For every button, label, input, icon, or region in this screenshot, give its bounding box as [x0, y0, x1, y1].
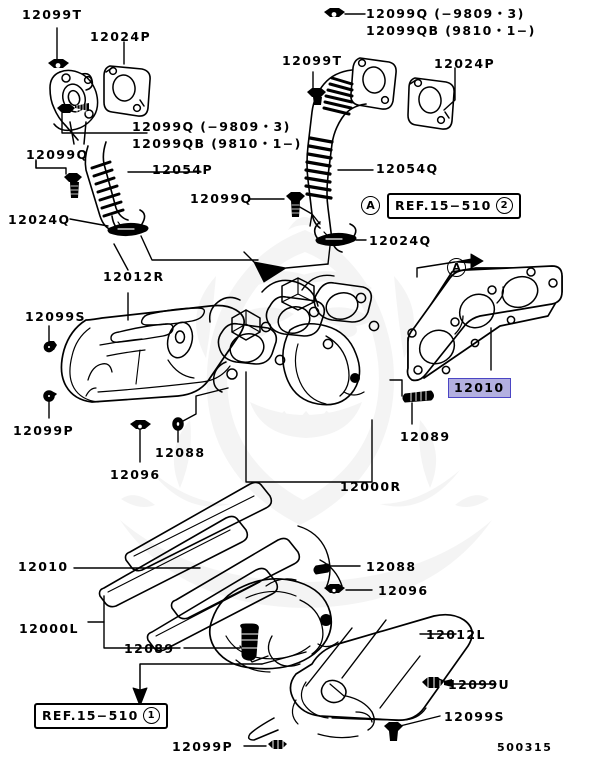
part-label-12000L: 12000L [19, 621, 79, 636]
ref-box-top[interactable]: REF.15−510 2 [387, 193, 521, 219]
gasket-12024P-left [103, 65, 151, 117]
bolt-12099P-bottom [268, 738, 287, 751]
gasket-12010-right [406, 265, 563, 382]
part-label-12054Q: 12054Q [376, 161, 439, 176]
part-label-12089-2: 12089 [124, 641, 175, 656]
bolt-12099Q-left [57, 103, 89, 113]
part-label-12010-left: 12010 [18, 559, 69, 574]
part-label-12012L: 12012L [426, 627, 486, 642]
part-label-12099P-1: 12099P [13, 423, 75, 438]
exhaust-manifold-12000R [208, 245, 380, 406]
part-label-12054P: 12054P [152, 162, 214, 177]
nut-12099T-left [48, 59, 69, 68]
part-label-12012R: 12012R [103, 269, 165, 284]
flex-pipe-12054P [84, 141, 146, 234]
part-label-12099QB-mid: 12099QB (9810・1−) [132, 136, 302, 151]
ref-box-bottom[interactable]: REF.15−510 1 [34, 703, 168, 729]
part-label-12099Q-mid1: 12099Q (−9809・3) [132, 119, 291, 134]
washer-12099S [43, 341, 57, 353]
washer-12088 [172, 417, 184, 431]
part-label-12088-1: 12088 [155, 445, 206, 460]
page-code: 500315 [497, 741, 553, 754]
stud-12089-bottom [240, 623, 259, 661]
part-label-12089-1: 12089 [400, 429, 451, 444]
ref-box-top-number: 2 [495, 197, 513, 214]
part-label-12024Q-left: 12024Q [8, 212, 71, 227]
part-label-12000R: 12000R [340, 479, 402, 494]
heat-shield-12012L [247, 613, 473, 741]
part-label-12099U: 12099U [448, 677, 511, 692]
ref-box-bottom-text: REF.15−510 [42, 708, 139, 723]
part-label-12096-2: 12096 [378, 583, 429, 598]
part-label-12024P-2: 12024P [434, 56, 496, 71]
nut-12099Q-top [324, 8, 345, 17]
part-label-12088-2: 12088 [366, 559, 417, 574]
heat-shield-12012R [60, 304, 245, 403]
nut-12096 [130, 420, 151, 430]
gasket-12024Q-left [107, 222, 149, 237]
part-label-12096-1: 12096 [110, 467, 161, 482]
bolt-12099Q-left-2 [64, 173, 82, 198]
part-label-12024P-1: 12024P [90, 29, 152, 44]
washer-12099P [43, 390, 57, 402]
part-label-12099QB-top: 12099QB (9810・1−) [366, 23, 536, 38]
part-label-12099P-2: 12099P [172, 739, 234, 754]
gasket-12024P-right [407, 77, 455, 130]
washer-12088-bottom [313, 563, 331, 575]
nut-12096-bottom [324, 584, 345, 594]
stud-12089-right [402, 390, 434, 403]
part-label-12099T-2: 12099T [282, 53, 343, 68]
bolt-12099Q-middle [286, 192, 305, 217]
flange-right-upper [350, 57, 397, 110]
exhaust-manifold-12000L [98, 481, 343, 673]
part-label-12099S-1: 12099S [25, 309, 86, 324]
part-label-12099T-1: 12099T [22, 7, 83, 22]
ref-box-top-text: REF.15−510 [395, 198, 492, 213]
circle-a-marker-icon-top: A [361, 196, 380, 215]
bolt-12099S-bottom [384, 722, 403, 741]
part-label-12024Q-right: 12024Q [369, 233, 432, 248]
part-label-12099Q-left: 12099Q [26, 147, 89, 162]
background-watermark [120, 217, 492, 608]
gasket-12024Q-right [315, 232, 357, 247]
part-label-12010-highlighted[interactable]: 12010 [448, 378, 511, 398]
part-label-12099Q-mid2: 12099Q [190, 191, 253, 206]
part-label-12099S-2: 12099S [444, 709, 505, 724]
part-label-12099Q-top: 12099Q (−9809・3) [366, 6, 525, 21]
circle-a-marker-icon-right: A [447, 258, 466, 277]
ref-box-bottom-number: 1 [142, 707, 160, 724]
